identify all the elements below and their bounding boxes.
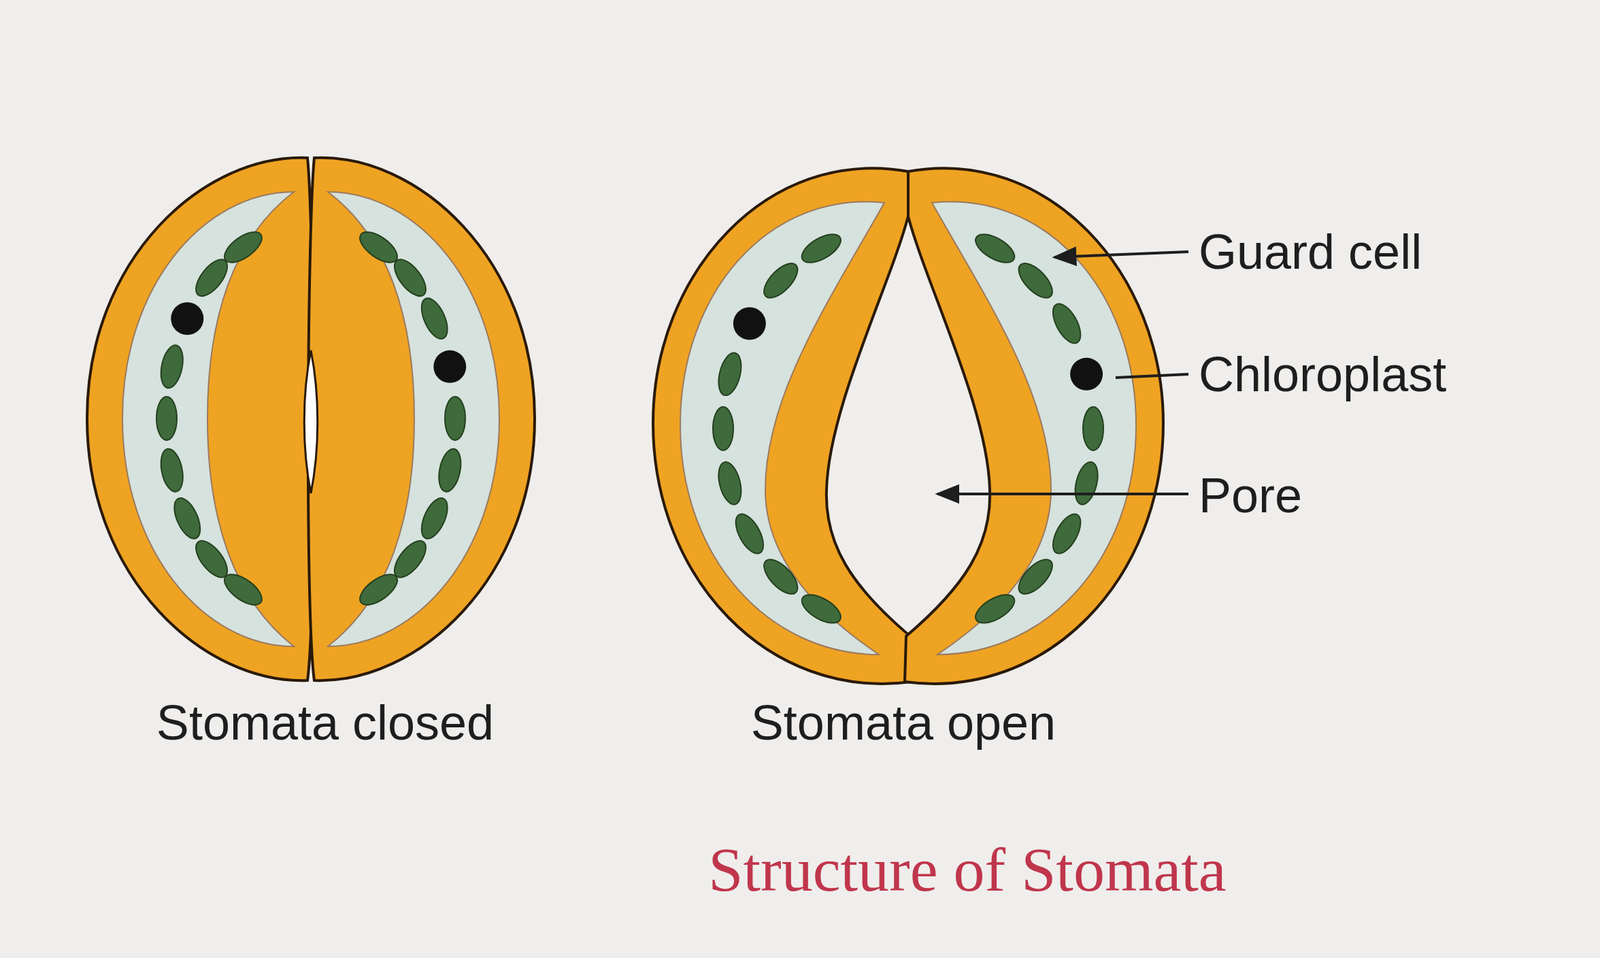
chloroplast bbox=[355, 226, 403, 269]
chloroplast bbox=[1047, 509, 1087, 558]
nucleus bbox=[1070, 357, 1103, 391]
chloroplast bbox=[435, 446, 464, 494]
chloroplast bbox=[416, 493, 454, 543]
chloroplast bbox=[758, 553, 804, 600]
nucleus bbox=[433, 350, 466, 383]
guard-cell-open-right bbox=[904, 168, 1164, 684]
chloroplast bbox=[444, 396, 466, 441]
chloroplast bbox=[169, 493, 207, 543]
chloroplast bbox=[416, 294, 454, 343]
chloroplast bbox=[1012, 257, 1058, 304]
chloroplast bbox=[758, 257, 804, 304]
chloroplast bbox=[1012, 553, 1058, 600]
chloroplast bbox=[1082, 406, 1104, 451]
chloroplast bbox=[797, 589, 845, 629]
guard-cell-closed-left bbox=[87, 157, 314, 681]
caption: Structure of Stomata bbox=[708, 838, 1226, 901]
nucleus bbox=[733, 306, 766, 340]
chloroplast bbox=[1047, 299, 1087, 348]
guard-cell-open-left bbox=[653, 168, 912, 684]
chloroplast bbox=[219, 226, 268, 269]
chloroplast bbox=[971, 589, 1020, 629]
chloroplast bbox=[797, 228, 845, 269]
chloroplast bbox=[971, 228, 1020, 269]
chloroplast bbox=[190, 535, 234, 583]
guard-cell-closed-right bbox=[308, 157, 535, 681]
chloroplast bbox=[388, 535, 432, 583]
chloroplast bbox=[1071, 459, 1103, 507]
leader-line bbox=[937, 492, 1189, 496]
part-label: Pore bbox=[1198, 470, 1303, 520]
leader-line bbox=[1054, 251, 1189, 258]
chloroplast bbox=[729, 509, 769, 558]
figure-label: Stomata closed bbox=[156, 697, 494, 747]
figure-label: Stomata open bbox=[751, 697, 1056, 747]
chloroplast bbox=[157, 446, 187, 494]
chloroplast bbox=[156, 396, 177, 441]
part-label: Guard cell bbox=[1198, 227, 1422, 277]
nucleus bbox=[170, 302, 204, 335]
chloroplast bbox=[714, 350, 746, 398]
chloroplast bbox=[157, 342, 187, 390]
leader-line bbox=[1115, 374, 1189, 378]
part-label: Chloroplast bbox=[1198, 349, 1447, 399]
chloroplast bbox=[714, 459, 746, 507]
chloroplast bbox=[712, 406, 734, 451]
closed-pore bbox=[304, 350, 318, 494]
